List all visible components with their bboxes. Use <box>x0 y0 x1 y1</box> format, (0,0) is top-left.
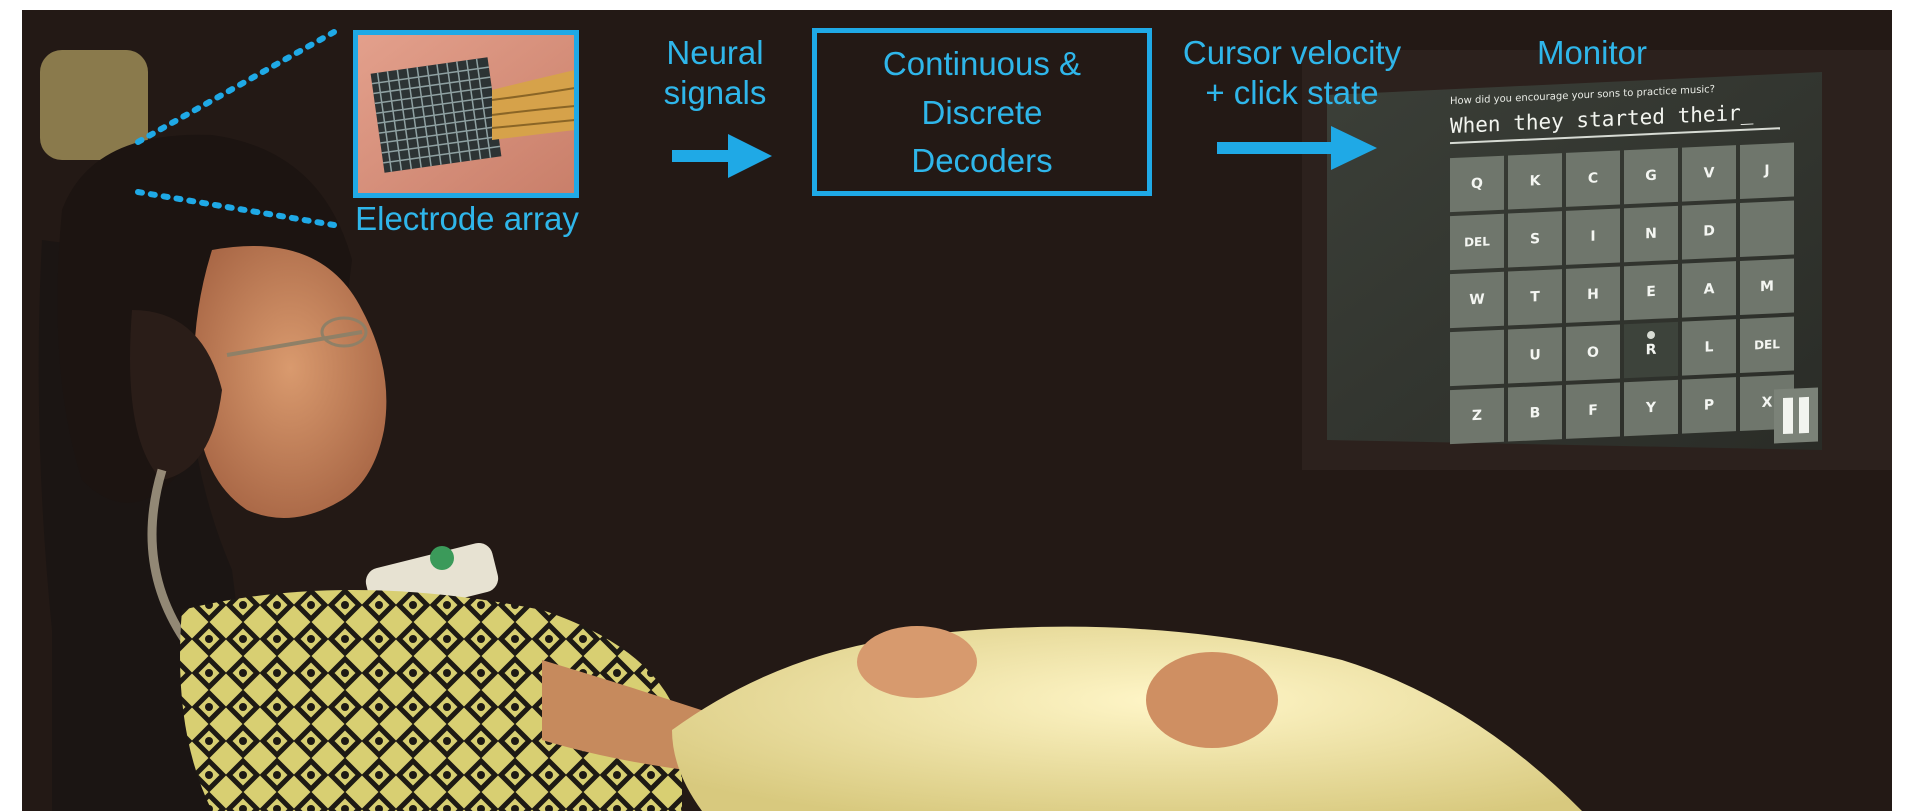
pause-button[interactable] <box>1774 387 1818 443</box>
electrode-array-frame <box>353 30 579 198</box>
key[interactable]: J <box>1740 143 1794 199</box>
key[interactable]: C <box>1566 150 1620 206</box>
pause-icon-bar <box>1799 397 1809 433</box>
monitor-label: Monitor <box>1492 34 1692 72</box>
key[interactable]: U <box>1508 327 1562 383</box>
typed-text-field: When they started their_ <box>1450 99 1780 144</box>
neural-signals-label-line2: signals <box>640 74 790 112</box>
decoders-label-line2: Discrete <box>812 94 1152 132</box>
right-arrow-icon-2 <box>1217 126 1377 170</box>
key[interactable]: F <box>1566 382 1620 438</box>
delete-key[interactable]: DEL <box>1450 214 1504 270</box>
right-arrow-icon <box>672 134 772 178</box>
key[interactable]: Z <box>1450 388 1504 444</box>
pause-icon <box>1783 398 1793 434</box>
key[interactable]: V <box>1682 145 1736 201</box>
key[interactable]: E <box>1624 264 1678 320</box>
key[interactable]: L <box>1682 319 1736 375</box>
key[interactable]: W <box>1450 272 1504 328</box>
cursor-velocity-label-line1: Cursor velocity <box>1162 34 1422 72</box>
cursor-dot-icon <box>1647 331 1655 339</box>
key[interactable]: I <box>1566 208 1620 264</box>
key[interactable]: Y <box>1624 380 1678 436</box>
key-blank[interactable] <box>1450 330 1504 386</box>
monitor-screen: How did you encourage your sons to pract… <box>1440 79 1820 468</box>
key[interactable]: M <box>1740 259 1794 315</box>
key[interactable]: G <box>1624 148 1678 204</box>
neural-signals-label-line1: Neural <box>640 34 790 72</box>
key[interactable]: S <box>1508 211 1562 267</box>
virtual-keyboard: Q K C G V J DEL S I N D W T H E A M U O … <box>1450 143 1794 445</box>
key[interactable]: P <box>1682 377 1736 433</box>
key[interactable]: N <box>1624 206 1678 262</box>
key[interactable]: A <box>1682 261 1736 317</box>
key[interactable]: H <box>1566 266 1620 322</box>
selected-key-label: R <box>1646 342 1657 358</box>
key[interactable]: T <box>1508 269 1562 325</box>
key[interactable]: Q <box>1450 156 1504 212</box>
electrode-array-label: Electrode array <box>322 200 612 238</box>
key[interactable]: K <box>1508 153 1562 209</box>
decoders-label-line1: Continuous & <box>812 45 1152 83</box>
decoders-label-line3: Decoders <box>812 142 1152 180</box>
key[interactable]: D <box>1682 203 1736 259</box>
delete-key[interactable]: DEL <box>1740 317 1794 373</box>
selected-key[interactable]: R <box>1624 322 1678 378</box>
key-blank[interactable] <box>1740 201 1794 257</box>
key[interactable]: O <box>1566 324 1620 380</box>
photo-scene: Electrode array Neural signals Continuou… <box>22 10 1892 811</box>
key[interactable]: B <box>1508 385 1562 441</box>
cursor-velocity-label-line2: + click state <box>1162 74 1422 112</box>
